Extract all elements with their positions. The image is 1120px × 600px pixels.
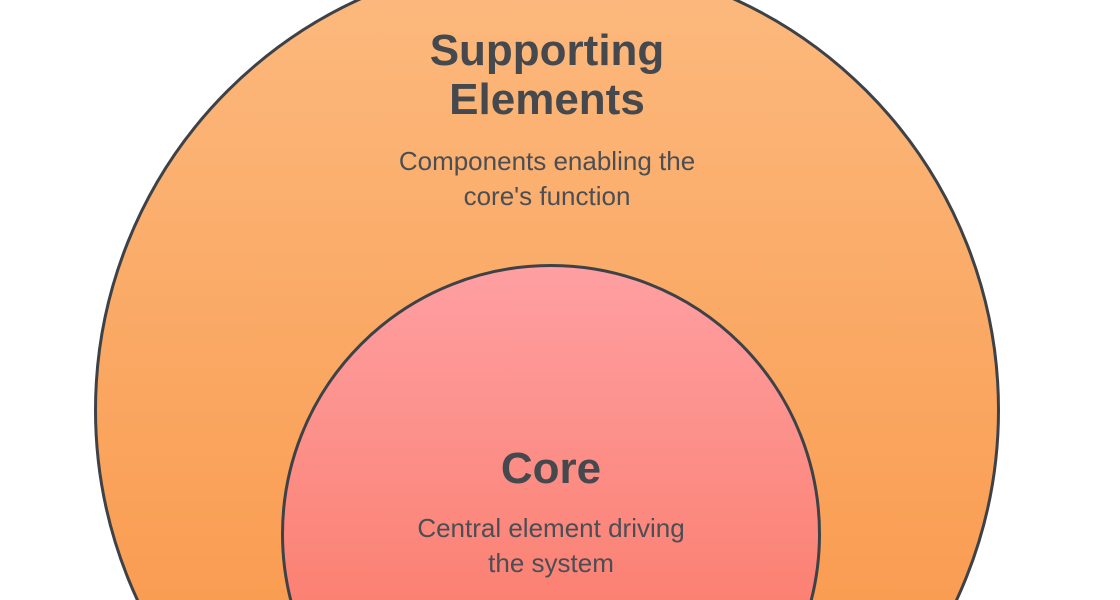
inner-circle-description: Central element driving the system: [417, 513, 685, 578]
outer-circle-description: Components enabling the core's function: [398, 146, 696, 211]
outer-circle-label: Supporting Elements Components enabling …: [247, 26, 847, 214]
inner-circle-label: Core Central element driving the system: [301, 444, 801, 581]
outer-circle-title: Supporting Elements: [429, 26, 665, 124]
inner-circle-title: Core: [500, 444, 602, 493]
